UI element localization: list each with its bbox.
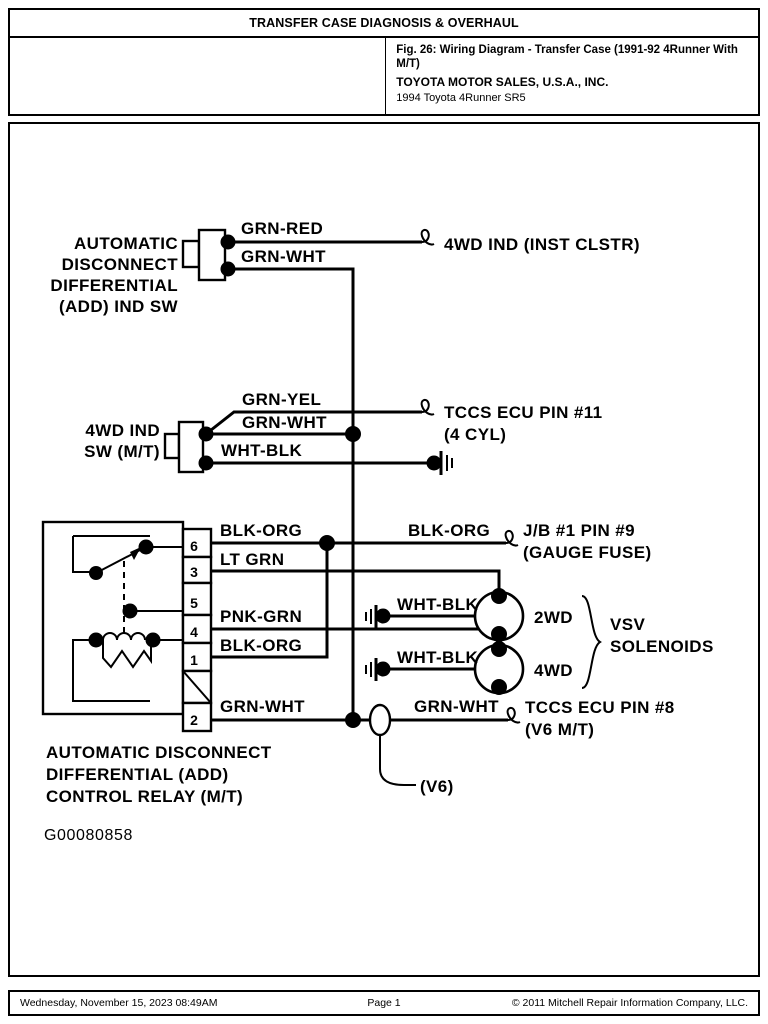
page-title-text: TRANSFER CASE DIAGNOSIS & OVERHAUL (249, 16, 519, 30)
wire-label-grn-wht-2: GRN-WHT (242, 413, 327, 432)
wire-blk-org-pin1: BLK-ORG (211, 543, 329, 659)
wire-label-grn-yel: GRN-YEL (242, 390, 321, 409)
fwd-ind-sw-connector-body (177, 420, 205, 474)
wire-label-blk-org-right: BLK-ORG (408, 521, 490, 540)
v6-branch-wire (379, 735, 416, 786)
wire-label-grn-red: GRN-RED (241, 219, 323, 238)
add-ind-sw-label-line4: (ADD) IND SW (59, 297, 179, 316)
destination-tccs-pin8-line2: (V6 M/T) (525, 720, 594, 739)
splice-oval-v6 (368, 703, 392, 737)
manufacturer-name: TOYOTA MOTOR SALES, U.S.A., INC. (396, 75, 609, 90)
relay-caption-line3: CONTROL RELAY (M/T) (46, 787, 243, 806)
vsv-4wd-terminal-top (491, 641, 507, 657)
relay-pin-number-6: 6 (190, 538, 198, 554)
wire-grn-wht-2: GRN-WHT (206, 413, 361, 442)
add-ind-sw-connector-body (197, 228, 227, 282)
add-control-relay-component: 6 3 5 4 1 2 AUTOMATIC DISCONNECT DIFFERE… (41, 520, 272, 806)
relay-caption-line2: DIFFERENTIAL (ADD) (46, 765, 229, 784)
wire-blk-org-pin6: BLK-ORG BLK-ORG J/B #1 PIN #9 (GAUGE FUS… (211, 521, 652, 562)
add-ind-sw-label-line2: DISCONNECT (62, 255, 179, 274)
wire-wht-blk-ground: WHT-BLK (206, 441, 453, 475)
diagram-image-id: G00080858 (44, 827, 133, 844)
figure-info-right-cell: Fig. 26: Wiring Diagram - Transfer Case … (386, 38, 758, 114)
relay-pin-number-2: 2 (190, 712, 198, 728)
footer-copyright: © 2011 Mitchell Repair Information Compa… (511, 997, 748, 1009)
relay-resistor (102, 640, 152, 669)
wire-label-wht-blk-4wd: WHT-BLK (397, 648, 478, 667)
wire-label-lt-grn: LT GRN (220, 550, 284, 569)
add-ind-sw-label-line1: AUTOMATIC (74, 234, 178, 253)
footer-page-number: Page 1 (367, 997, 401, 1009)
vsv-group-label-line2: SOLENOIDS (610, 637, 714, 656)
relay-pin-number-4: 4 (190, 624, 198, 640)
relay-internal-left-rail-top (72, 536, 90, 573)
wire-label-wht-blk-2wd: WHT-BLK (397, 595, 478, 614)
wire-lt-grn-pin3: LT GRN (211, 550, 501, 594)
destination-tccs-pin11-line1: TCCS ECU PIN #11 (444, 403, 603, 422)
junction-dot-grn-wht-lower (345, 712, 361, 728)
add-ind-sw-component: AUTOMATIC DISCONNECT DIFFERENTIAL (ADD) … (50, 228, 236, 316)
ground-symbol-2wd (365, 605, 391, 628)
relay-pin-cell-5 (181, 581, 213, 617)
destination-jb-pin9-line1: J/B #1 PIN #9 (523, 521, 635, 540)
wire-grn-red: GRN-RED 4WD IND (INST CLSTR) (228, 219, 640, 254)
relay-pin-blank-slash (182, 670, 212, 704)
vsv-group-label-line1: VSV (610, 615, 645, 634)
relay-pin-number-5: 5 (190, 595, 198, 611)
relay-internal-bottom-rail (72, 639, 150, 702)
vehicle-name: 1994 Toyota 4Runner SR5 (396, 91, 526, 104)
wire-label-pnk-grn: PNK-GRN (220, 607, 302, 626)
footer-date: Wednesday, November 15, 2023 08:49AM (20, 997, 218, 1009)
destination-jb-pin9-line2: (GAUGE FUSE) (523, 543, 652, 562)
vsv-4wd-terminal-bottom (491, 679, 507, 695)
wire-label-blk-org-2: BLK-ORG (220, 636, 302, 655)
relay-pin-number-1: 1 (190, 652, 198, 668)
destination-tccs-pin11-line2: (4 CYL) (444, 425, 506, 444)
relay-coil-windings (102, 632, 146, 641)
fwd-ind-sw-connector-tab (163, 432, 181, 460)
fwd-ind-sw-label-line2: SW (M/T) (84, 442, 160, 461)
wiring-diagram-frame: AUTOMATIC DISCONNECT DIFFERENTIAL (ADD) … (8, 122, 760, 977)
figure-info-left-cell (10, 38, 387, 114)
relay-pin-column: 6 3 5 4 1 2 (181, 527, 213, 733)
destination-tccs-pin8-line1: TCCS ECU PIN #8 (525, 698, 675, 717)
vsv-solenoid-2wd: WHT-BLK 2WD (365, 588, 573, 642)
page-footer: Wednesday, November 15, 2023 08:49AM Pag… (8, 990, 760, 1016)
destination-v6-branch: (V6) (420, 777, 454, 796)
relay-pin-cell-1 (181, 641, 213, 673)
wire-label-grn-wht-4: GRN-WHT (414, 697, 499, 716)
vsv-2wd-terminal-bottom (491, 626, 507, 642)
relay-outer-box (41, 520, 185, 716)
wire-label-wht-blk-1: WHT-BLK (221, 441, 302, 460)
relay-caption-line1: AUTOMATIC DISCONNECT (46, 743, 272, 762)
add-ind-sw-label-line3: DIFFERENTIAL (50, 276, 178, 295)
wiring-diagram-svg: AUTOMATIC DISCONNECT DIFFERENTIAL (ADD) … (41, 219, 714, 844)
junction-dot-grn-wht-upper (345, 426, 361, 442)
page-title: TRANSFER CASE DIAGNOSIS & OVERHAUL (8, 8, 760, 38)
vsv-2wd-terminal-top (491, 588, 507, 604)
fwd-ind-sw-component: 4WD IND SW (M/T) (84, 420, 214, 474)
wire-grn-yel: GRN-YEL TCCS ECU PIN #11 (4 CYL) (205, 390, 603, 444)
destination-4wd-ind-cluster: 4WD IND (INST CLSTR) (444, 235, 640, 254)
figure-info-bar: Fig. 26: Wiring Diagram - Transfer Case … (8, 38, 760, 116)
relay-pin-cell-2 (181, 701, 213, 733)
relay-pin-number-3: 3 (190, 564, 198, 580)
wire-grn-wht-pin2: GRN-WHT GRN-WHT (V6) TCCS ECU PIN #8 (V6… (211, 697, 675, 796)
wire-label-grn-wht-3: GRN-WHT (220, 697, 305, 716)
vsv-group-brace: VSV SOLENOIDS (581, 595, 714, 689)
vsv-2wd-name: 2WD (534, 608, 573, 627)
ground-symbol-wht-blk (426, 451, 453, 475)
figure-caption: Fig. 26: Wiring Diagram - Transfer Case … (396, 44, 738, 71)
add-ind-sw-connector-tab (181, 239, 201, 269)
wire-label-grn-wht-1: GRN-WHT (241, 247, 326, 266)
vsv-4wd-name: 4WD (534, 661, 573, 680)
fwd-ind-sw-label-line1: 4WD IND (85, 421, 160, 440)
ground-symbol-4wd (365, 658, 391, 681)
vsv-solenoid-4wd: WHT-BLK 4WD (365, 641, 573, 695)
wire-label-blk-org-left: BLK-ORG (220, 521, 302, 540)
relay-switch-arrow (130, 547, 141, 560)
